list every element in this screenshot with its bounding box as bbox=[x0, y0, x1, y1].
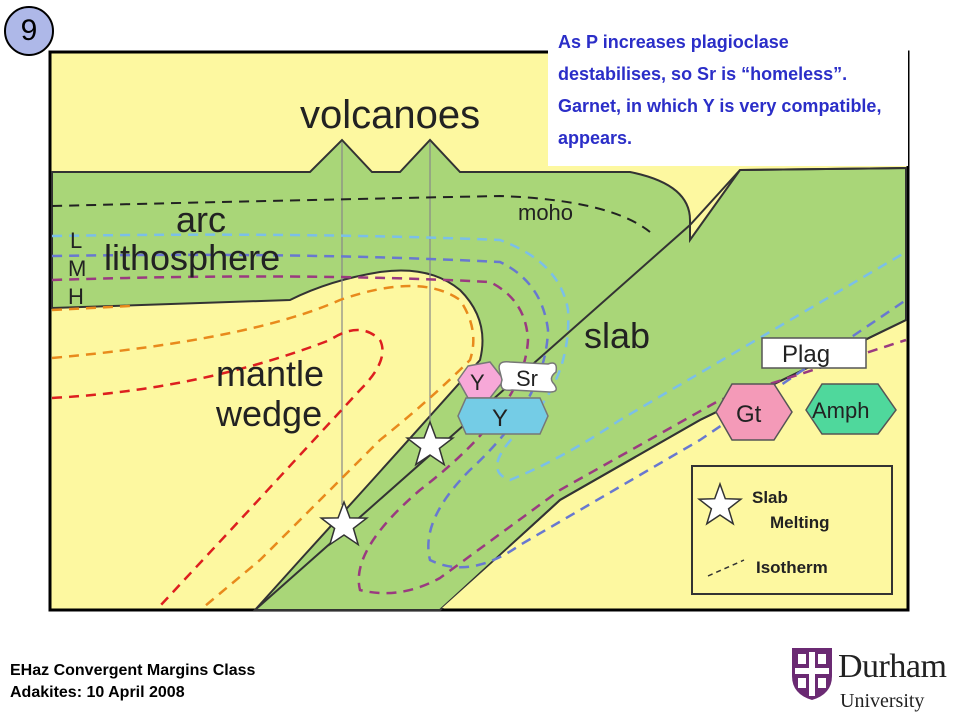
legend-isotherm-dash-icon bbox=[707, 559, 745, 577]
label-arc: arc bbox=[176, 199, 226, 240]
melting-star-lower bbox=[319, 499, 369, 547]
plag-box bbox=[761, 337, 867, 369]
sr-homeless-shape bbox=[498, 360, 558, 393]
label-slab: slab bbox=[584, 315, 650, 356]
plag-label: Plag bbox=[782, 341, 830, 368]
label-mantle: mantle bbox=[216, 353, 324, 394]
legend-melting-label: Melting bbox=[770, 513, 830, 532]
label-moho: moho bbox=[518, 200, 573, 225]
amph-hexagon bbox=[805, 383, 897, 435]
melting-star-upper bbox=[405, 419, 455, 467]
slide-number-badge: 9 bbox=[4, 6, 54, 56]
legend-isotherm-label: Isotherm bbox=[756, 558, 828, 577]
label-lithosphere: lithosphere bbox=[104, 237, 280, 278]
durham-university-logo: Durham University bbox=[790, 642, 960, 720]
y-blue-label: Y bbox=[492, 405, 508, 432]
label-H: H bbox=[68, 284, 84, 309]
legend-star-icon bbox=[697, 481, 743, 526]
durham-crest-icon bbox=[792, 648, 832, 700]
gt-hexagon bbox=[715, 383, 793, 441]
label-M: M bbox=[68, 256, 86, 281]
legend-slab-label: Slab bbox=[752, 488, 788, 507]
label-volcanoes: volcanoes bbox=[300, 93, 480, 137]
amph-label: Amph bbox=[812, 398, 869, 423]
caption-text: As P increases plagioclase destabilises,… bbox=[548, 24, 908, 166]
isotherm-blue bbox=[51, 253, 907, 569]
logo-name: Durham bbox=[838, 648, 947, 685]
label-L: L bbox=[70, 228, 82, 253]
legend-box bbox=[691, 465, 893, 595]
footer-course: EHaz Convergent Margins Class bbox=[10, 662, 256, 679]
logo-subtitle: University bbox=[840, 690, 925, 712]
label-wedge: wedge bbox=[215, 393, 322, 434]
isotherm-red bbox=[51, 328, 384, 607]
sr-label: Sr bbox=[516, 366, 538, 391]
y-blue-hexagon bbox=[457, 397, 549, 435]
footer: EHaz Convergent Margins Class Adakites: … bbox=[10, 660, 255, 704]
isotherm-orange-inner bbox=[51, 304, 131, 312]
isotherm-orange bbox=[51, 284, 475, 607]
footer-date: Adakites: 10 April 2008 bbox=[10, 684, 185, 701]
gt-label: Gt bbox=[736, 401, 762, 428]
moho-line bbox=[51, 194, 651, 233]
y-pink-label: Y bbox=[470, 370, 485, 395]
